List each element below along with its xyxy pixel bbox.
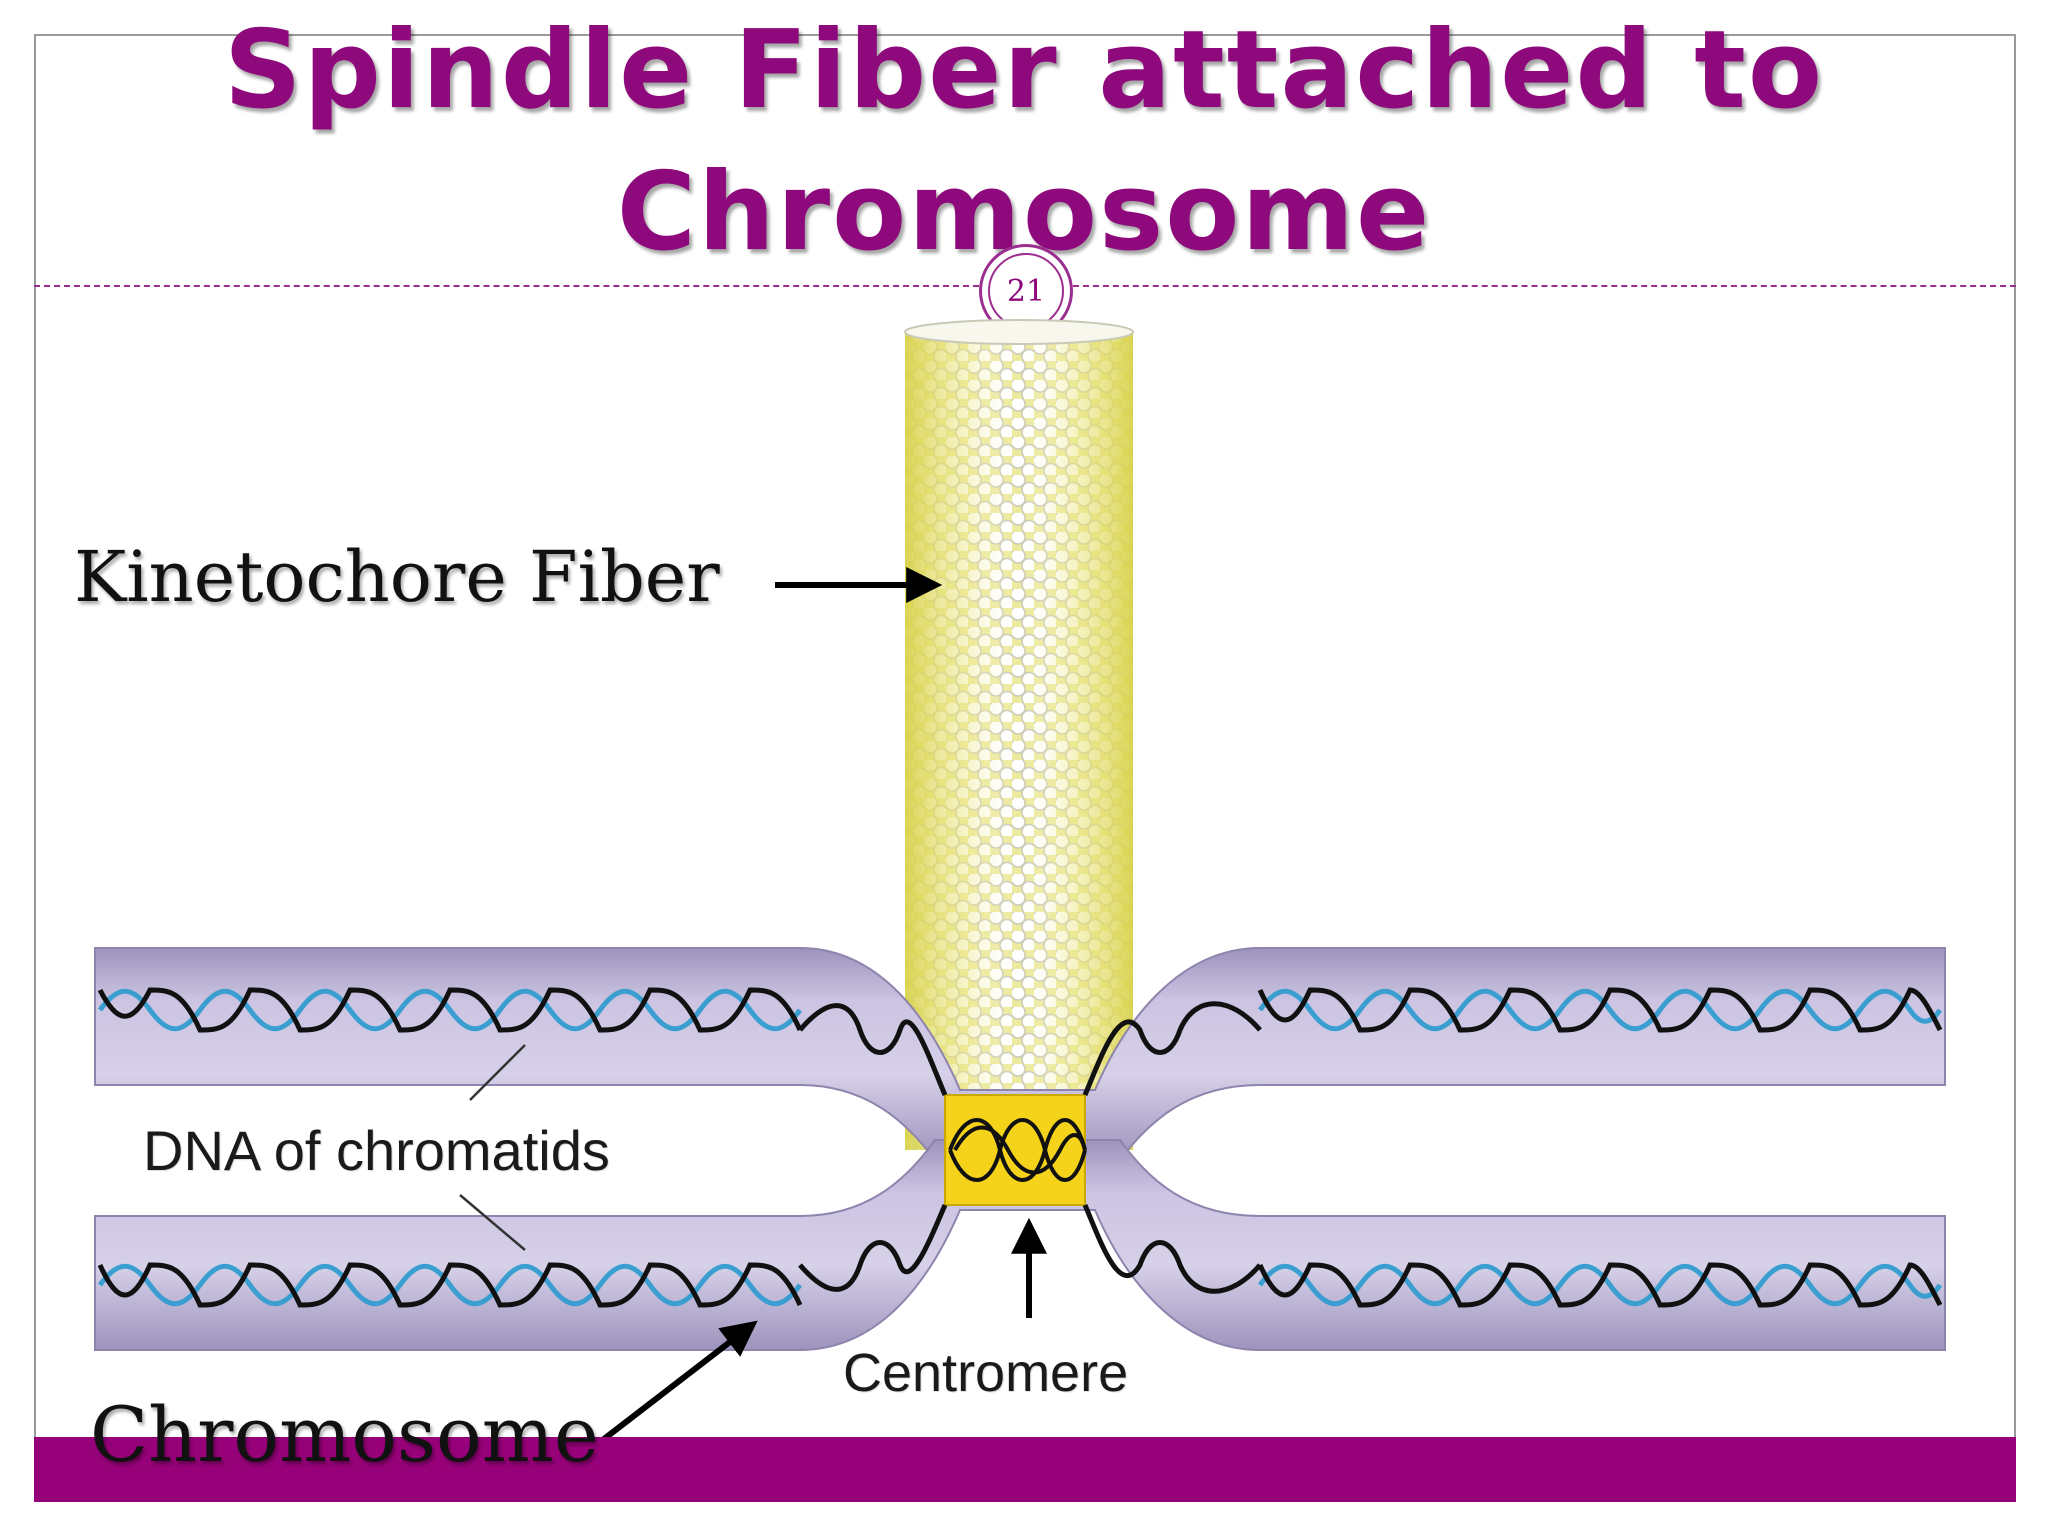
title-line-1: Spindle Fiber attached to bbox=[223, 8, 1825, 133]
header-divider-right bbox=[1073, 285, 2016, 287]
centromere-dna-loops bbox=[948, 1118, 1087, 1182]
dna-helix-upper-right bbox=[1082, 987, 1943, 1096]
centromere-label: Centromere bbox=[843, 1343, 1129, 1403]
dna-helix-upper-left bbox=[97, 987, 948, 1096]
kinetochore-fiber-label: Kinetochore Fiber bbox=[74, 536, 720, 618]
upper-chromatid bbox=[94, 947, 1946, 1161]
kinetochore-fiber bbox=[904, 319, 1134, 1150]
dna-helix-lower-left bbox=[97, 1204, 948, 1308]
dna-helix-lower-right bbox=[1082, 1204, 1943, 1308]
centromere-region bbox=[944, 1094, 1086, 1206]
chromosome-arrow bbox=[598, 1320, 758, 1445]
header-divider-left bbox=[34, 285, 979, 287]
chromosome-label: Chromosome bbox=[90, 1390, 599, 1479]
dna-of-chromatids-label: DNA of chromatids bbox=[143, 1119, 610, 1182]
footer-accent-bar bbox=[34, 1437, 2016, 1502]
dna-leader-lower bbox=[459, 1194, 526, 1251]
dna-leader-upper bbox=[469, 1044, 526, 1101]
